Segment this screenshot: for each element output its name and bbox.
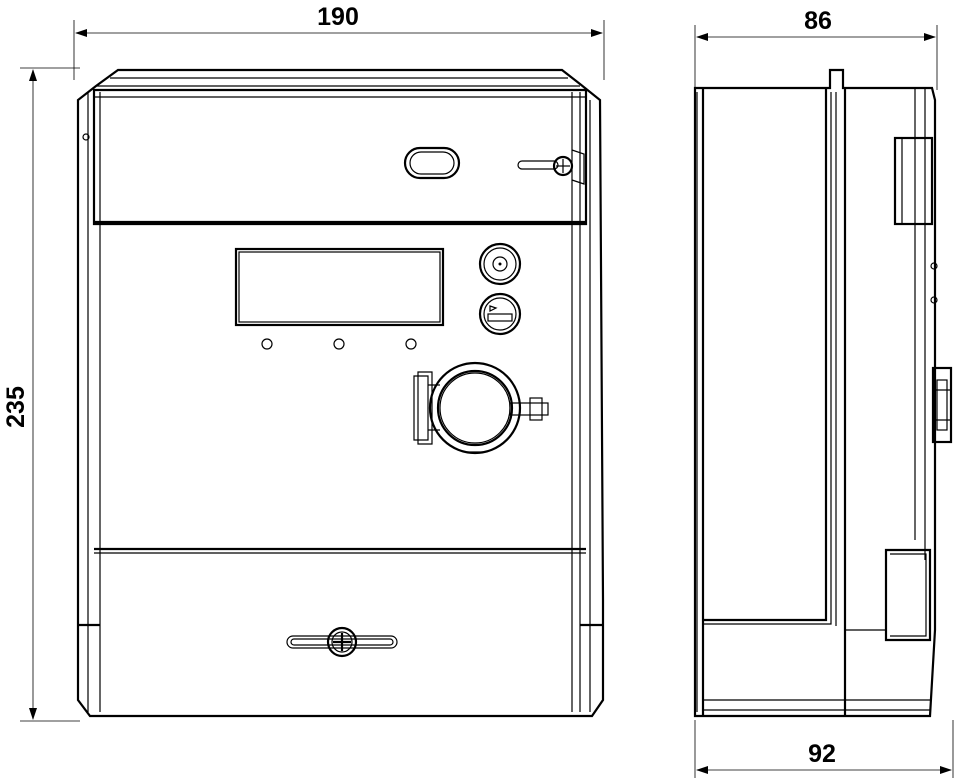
front-housing-outline (76, 68, 605, 718)
dimension-depth-top: 86 (694, 7, 938, 90)
indicator-led-2 (333, 338, 345, 350)
round-port (413, 361, 549, 455)
dimension-label-width: 190 (317, 3, 359, 31)
button-bottom (478, 292, 522, 336)
dimension-label-depth-bottom: 92 (808, 740, 836, 768)
dimension-height-front: 235 (2, 67, 80, 722)
indicator-led-3 (405, 338, 417, 350)
side-housing-outline (693, 68, 937, 718)
din-rail-clip (931, 366, 953, 444)
display-window (234, 247, 445, 327)
upper-bracket (893, 136, 934, 226)
indicator-led-1 (261, 338, 273, 350)
dimension-label-height: 235 (2, 386, 30, 428)
optical-port (403, 146, 461, 180)
side-view (693, 68, 953, 718)
top-cover (92, 88, 588, 226)
seal-screw-bottom (286, 626, 398, 658)
seal-screw-top (517, 149, 585, 185)
front-view (76, 68, 605, 718)
dimension-depth-bottom: 92 (694, 720, 954, 778)
dimension-width-front: 190 (73, 3, 605, 80)
button-top (478, 242, 522, 286)
dimension-label-depth-top: 86 (804, 7, 832, 35)
